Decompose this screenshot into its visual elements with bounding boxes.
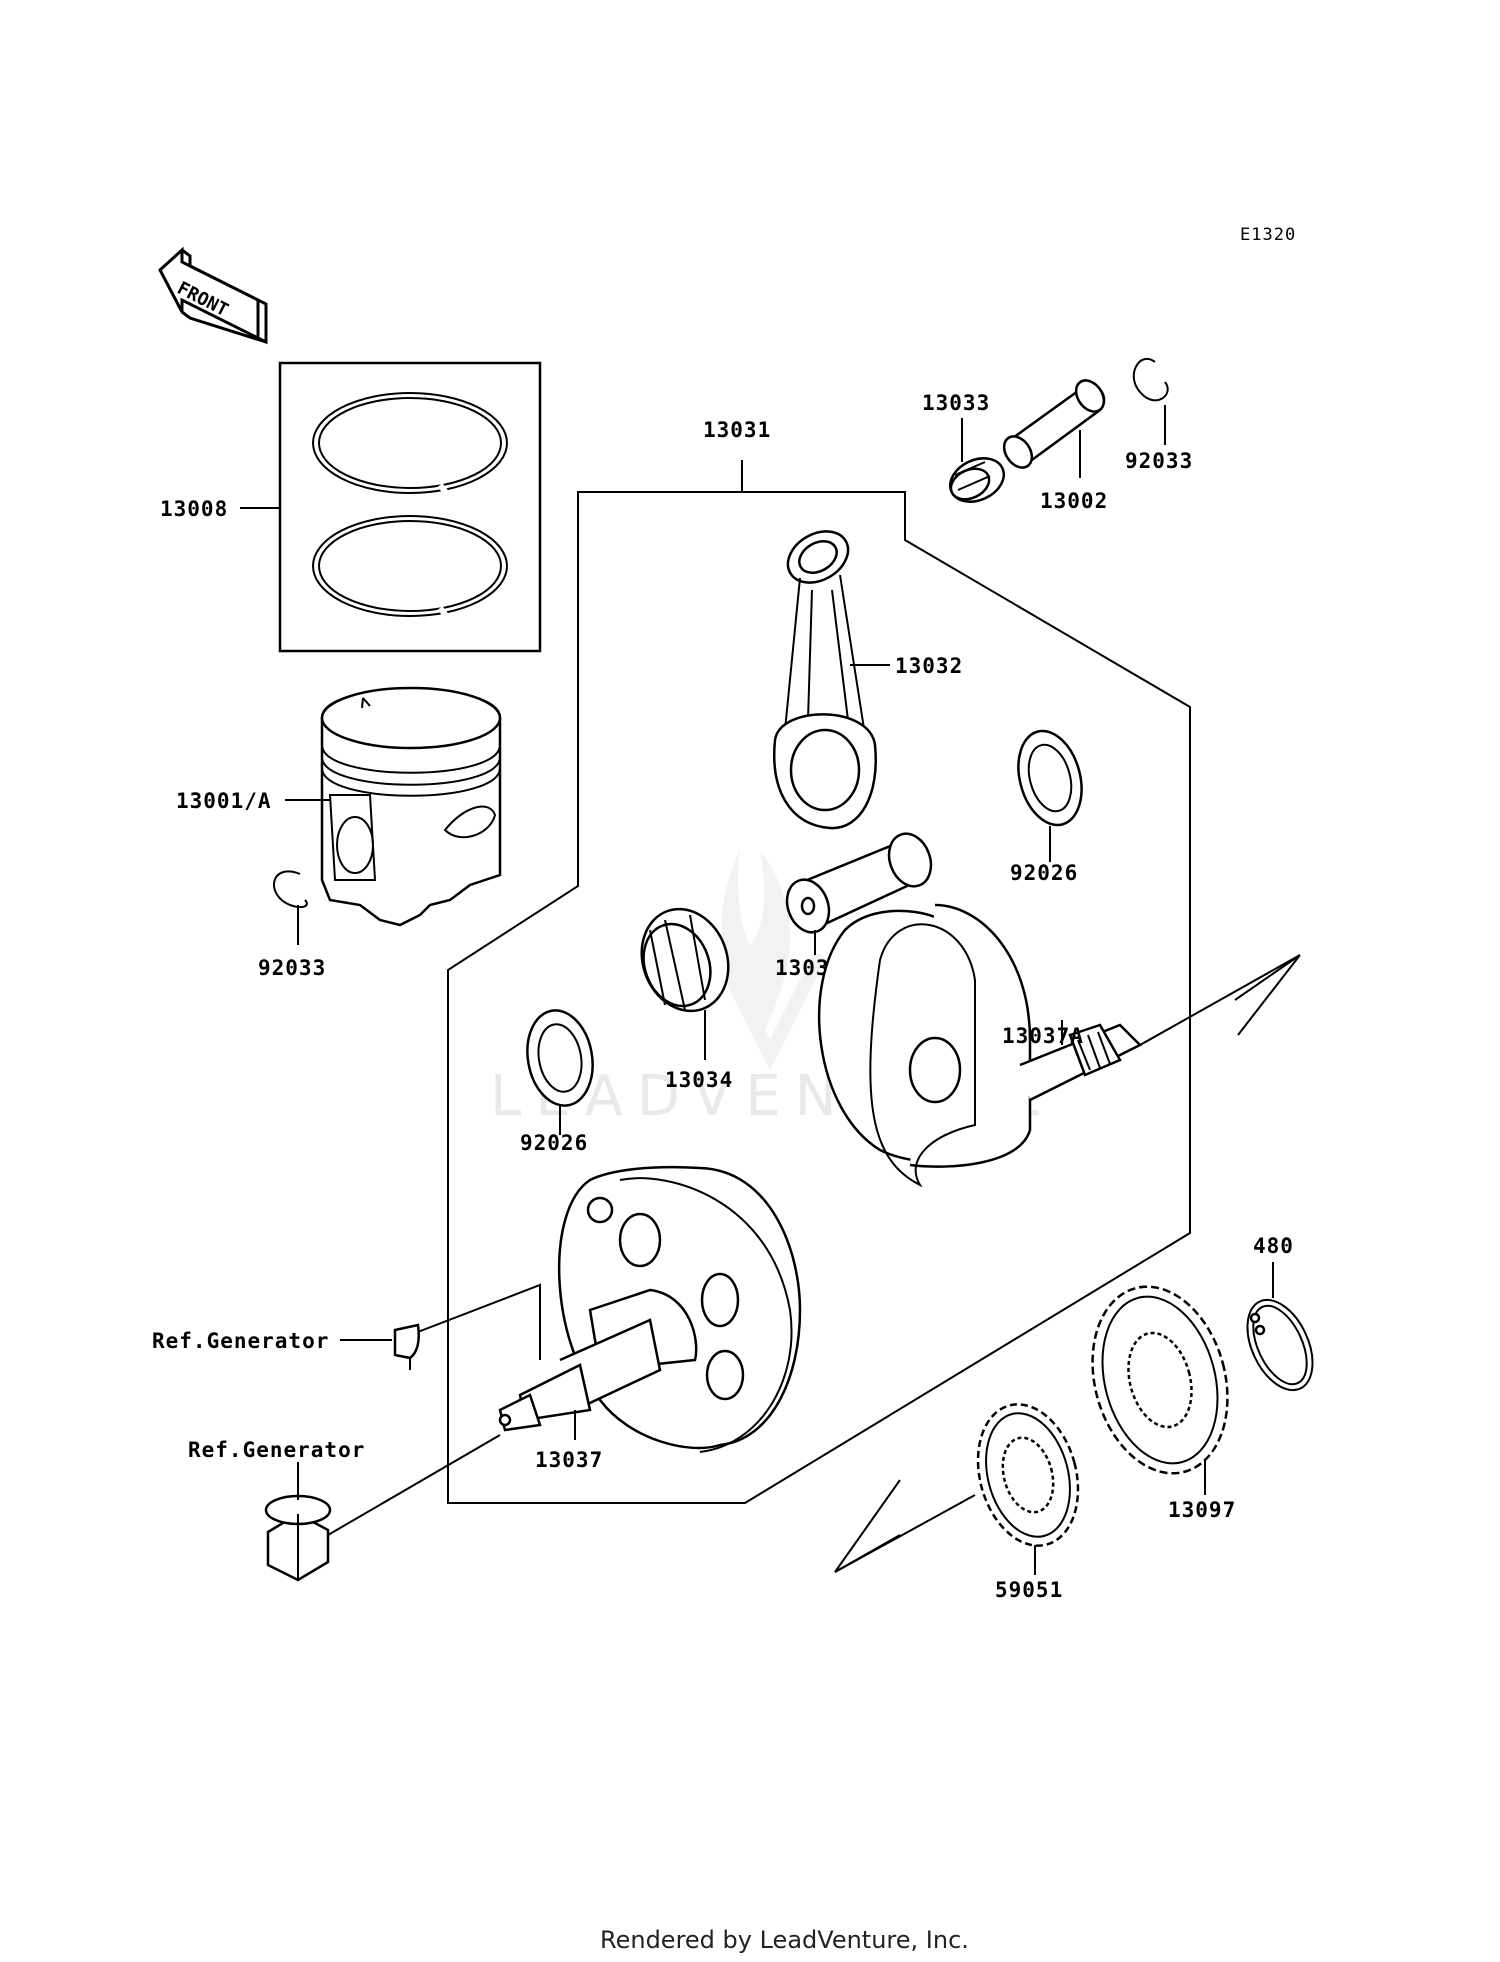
label-13034: 13034 [665, 1068, 733, 1092]
diagram-code: E1320 [1240, 225, 1296, 245]
footer-credit: Rendered by LeadVenture, Inc. [600, 1926, 969, 1954]
needle-bearing-big [640, 907, 730, 1013]
label-13031: 13031 [703, 418, 771, 442]
piston [320, 686, 502, 927]
label-92033-right: 92033 [1125, 449, 1193, 473]
label-13097: 13097 [1168, 1498, 1236, 1522]
circlip-right [1132, 357, 1169, 402]
label-13033: 13033 [922, 391, 990, 415]
thrust-washer-left [526, 1009, 594, 1107]
crank-nut [264, 1494, 332, 1582]
ref-generator-nut-label: Ref.Generator [188, 1438, 365, 1462]
needle-bearing-small [949, 457, 1005, 503]
crank-assembly-outline [447, 491, 1191, 1504]
label-92026-right: 92026 [1010, 861, 1078, 885]
watermark-flame-logo [713, 850, 827, 1071]
label-92026-left: 92026 [520, 1131, 588, 1155]
label-13008: 13008 [160, 497, 228, 521]
snap-ring-480 [1246, 1298, 1314, 1392]
label-13002: 13002 [1040, 489, 1108, 513]
thrust-washer-right [1017, 729, 1083, 827]
label-13032: 13032 [895, 654, 963, 678]
label-13037a: 13037A [1002, 1024, 1084, 1048]
piston-ring-set [278, 361, 542, 653]
circlip-left [273, 870, 308, 909]
gear-59051 [976, 1403, 1080, 1547]
crank-half-right [817, 903, 1143, 1188]
ref-generator-key-label: Ref.Generator [152, 1329, 329, 1353]
piston-pin [1002, 379, 1106, 469]
crank-pin [785, 832, 933, 934]
label-92033-left: 92033 [258, 956, 326, 980]
woodruff-key [393, 1323, 420, 1360]
front-arrow-icon: FRONT [158, 246, 268, 345]
connecting-rod [773, 530, 878, 830]
label-13001a: 13001/A [176, 789, 272, 813]
crank-half-left [498, 1165, 802, 1453]
label-480: 480 [1253, 1234, 1294, 1258]
gear-13097 [1091, 1285, 1229, 1475]
label-13037: 13037 [535, 1448, 603, 1472]
label-59051: 59051 [995, 1578, 1063, 1602]
